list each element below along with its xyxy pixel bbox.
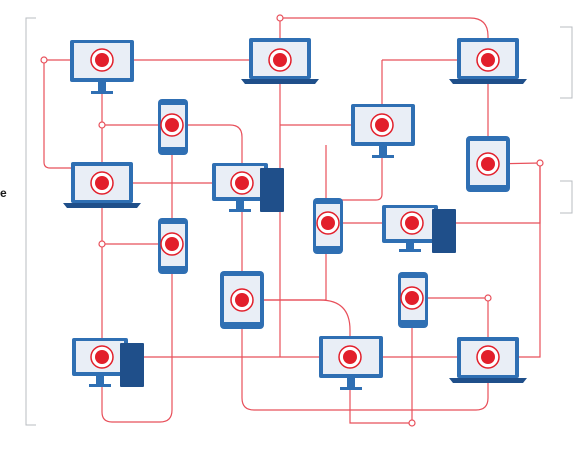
junction-dot: [98, 121, 106, 129]
junction-dot: [40, 56, 48, 64]
node-icon: [476, 48, 500, 72]
node-icon: [90, 345, 114, 369]
junction-dot: [98, 240, 106, 248]
wire: [241, 183, 489, 411]
desktop-icon: [72, 338, 144, 387]
node-icon: [400, 211, 424, 235]
junction-dot: [484, 294, 492, 302]
left-bracket: [25, 17, 36, 426]
node-icon: [476, 152, 500, 176]
node-icon: [268, 48, 292, 72]
edge-text: e: [0, 186, 7, 200]
node-icon: [160, 113, 184, 137]
wire: [172, 124, 243, 183]
node-icon: [316, 211, 340, 235]
node-icon: [338, 345, 362, 369]
junction-dot: [408, 419, 416, 427]
laptop-icon: [241, 38, 319, 84]
right-bracket-bottom: [560, 180, 573, 214]
node-icon: [400, 286, 424, 310]
wire: [242, 299, 412, 424]
node-icon: [476, 345, 500, 369]
node-icon: [90, 48, 114, 72]
junction-dot: [536, 159, 544, 167]
node-icon: [230, 288, 254, 312]
junction-dot: [276, 14, 284, 22]
wire: [488, 163, 541, 358]
monitor-icon: [70, 40, 134, 94]
right-bracket-top: [560, 26, 573, 99]
node-icon: [160, 232, 184, 256]
wire: [280, 17, 489, 164]
node-icon: [230, 171, 254, 195]
wire: [101, 125, 173, 423]
node-icon: [370, 113, 394, 137]
node-icon: [90, 171, 114, 195]
